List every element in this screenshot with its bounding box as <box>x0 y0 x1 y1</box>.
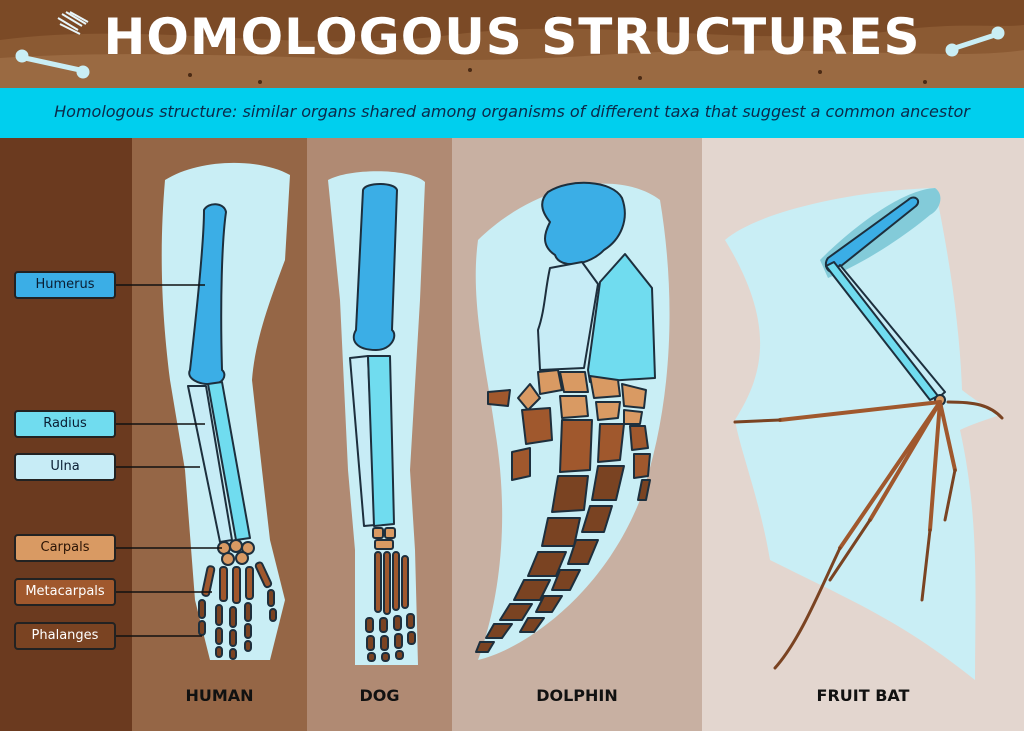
bat-wing <box>725 188 1004 680</box>
animal-label-fruit-bat: FRUIT BAT <box>816 686 910 705</box>
skeleton-hand-icon <box>57 11 89 35</box>
dog-leg <box>328 171 425 665</box>
label-phalanges: Phalanges <box>14 622 116 650</box>
subtitle-bar: Homologous structure: similar organs sha… <box>0 88 1024 138</box>
page-title: HOMOLOGOUS STRUCTURES <box>103 8 921 66</box>
label-humerus: Humerus <box>14 271 116 299</box>
subtitle-text: Homologous structure: similar organs sha… <box>54 102 970 121</box>
label-carpals: Carpals <box>14 534 116 562</box>
animal-label-human: HUMAN <box>185 686 254 705</box>
animal-label-dog: DOG <box>359 686 400 705</box>
label-leader-lines <box>116 284 222 637</box>
dolphin-flipper <box>475 181 670 660</box>
label-ulna: Ulna <box>14 453 116 481</box>
human-arm <box>161 162 290 660</box>
decorative-bone-icon <box>15 26 1005 79</box>
animal-label-dolphin: DOLPHIN <box>536 686 618 705</box>
label-metacarpals: Metacarpals <box>14 578 116 606</box>
label-radius: Radius <box>14 410 116 438</box>
